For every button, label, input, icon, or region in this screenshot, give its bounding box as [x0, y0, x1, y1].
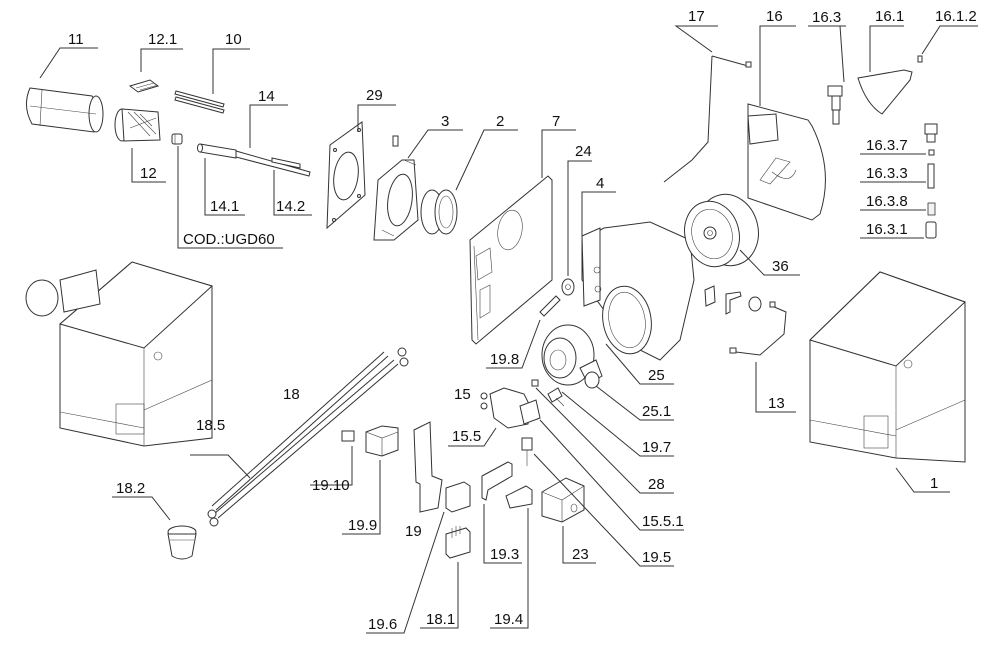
label-23: 23 [572, 546, 589, 563]
label-4: 4 [596, 175, 604, 192]
label-25-1: 25.1 [642, 403, 671, 420]
label-29: 29 [366, 87, 383, 104]
label-18-1: 18.1 [426, 611, 455, 628]
label-24: 24 [575, 143, 592, 160]
part-flange [373, 159, 419, 241]
part-small-fitting [531, 379, 539, 387]
label-16-3: 16.3 [812, 9, 841, 26]
label-17: 17 [688, 8, 705, 25]
part-solenoid-coil [521, 437, 533, 466]
label-28: 28 [648, 476, 665, 493]
label-18-2: 18.2 [116, 480, 145, 497]
label-7: 7 [552, 113, 560, 130]
part-nozzle [171, 133, 183, 145]
part-cover-screw [917, 55, 923, 63]
part-blast-tube [26, 87, 104, 133]
part-electrode-bracket [128, 79, 160, 93]
label-3: 3 [441, 113, 449, 130]
label-19-6: 19.6 [368, 616, 397, 633]
label-14-2: 14.2 [276, 198, 305, 215]
part-oil-filter [167, 525, 197, 560]
part-nozzle-holder [197, 143, 311, 177]
part-terminal-block [481, 461, 513, 501]
part-control-bracket [413, 421, 443, 513]
label-16-3-1: 16.3.1 [866, 221, 908, 238]
label-18: 18 [283, 386, 300, 403]
part-fan-wheel [684, 193, 759, 268]
label-11: 11 [68, 31, 84, 48]
label-16: 16 [766, 8, 783, 25]
label-12-1: 12.1 [148, 31, 177, 48]
part-side-panel [469, 175, 553, 345]
label-19-9: 19.9 [348, 517, 377, 534]
label-10: 10 [225, 31, 242, 48]
label-19-4: 19.4 [494, 611, 523, 628]
label-19: 19 [405, 523, 422, 540]
label-19-7: 19.7 [642, 439, 671, 456]
part-control-box [445, 526, 471, 559]
part-valve-components [924, 123, 938, 239]
label-14: 14 [258, 88, 275, 105]
label-19-3: 19.3 [490, 546, 519, 563]
label-2: 2 [496, 113, 504, 130]
label-15-5: 15.5 [452, 428, 481, 445]
part-pressure-gauge-fitting [547, 387, 565, 407]
part-photocell [539, 295, 561, 317]
part-ignition-cable [663, 55, 752, 183]
label-nozzle-code: COD.:UGD60 [183, 231, 275, 248]
part-connector-small [341, 430, 355, 442]
label-36: 36 [772, 258, 789, 275]
part-solenoid-valve [827, 85, 843, 125]
part-air-damper-plate [747, 103, 826, 221]
part-combustion-head [114, 108, 161, 142]
label-15: 15 [454, 386, 471, 403]
part-oil-pump [480, 387, 541, 429]
part-terminal-cover [541, 477, 585, 523]
label-14-1: 14.1 [210, 198, 239, 215]
part-flange-gasket [326, 121, 366, 230]
part-burner-cover-right [809, 271, 966, 463]
part-fan-housing [581, 221, 695, 361]
part-damper-cover [857, 69, 913, 115]
label-16-3-3: 16.3.3 [866, 165, 908, 182]
part-ignition-transformer [365, 425, 399, 457]
label-13: 13 [768, 395, 785, 412]
label-19-10: 19.10 [312, 477, 350, 494]
label-19-5: 19.5 [642, 549, 671, 566]
part-ring [420, 189, 458, 235]
part-inspection-plate [561, 278, 575, 296]
label-15-5-1: 15.5.1 [642, 513, 684, 530]
label-16-3-8: 16.3.8 [866, 193, 908, 210]
label-16-1-2: 16.1.2 [935, 8, 977, 25]
label-18-5: 18.5 [196, 417, 225, 434]
label-25: 25 [648, 367, 665, 384]
leader-lines [39, 25, 978, 634]
part-relay-base [445, 481, 471, 513]
label-19-8: 19.8 [490, 351, 519, 368]
label-16-3-7: 16.3.7 [866, 137, 908, 154]
label-16-1: 16.1 [875, 8, 904, 25]
part-oil-hoses [207, 347, 409, 527]
part-cable-clamp [505, 485, 533, 509]
label-1: 1 [930, 475, 938, 492]
label-12: 12 [140, 165, 157, 182]
part-screw [392, 135, 399, 147]
part-electrodes [174, 90, 225, 114]
part-ignition-parts [704, 285, 787, 356]
part-motor [541, 324, 603, 389]
part-burner-assembly-left [25, 261, 213, 447]
